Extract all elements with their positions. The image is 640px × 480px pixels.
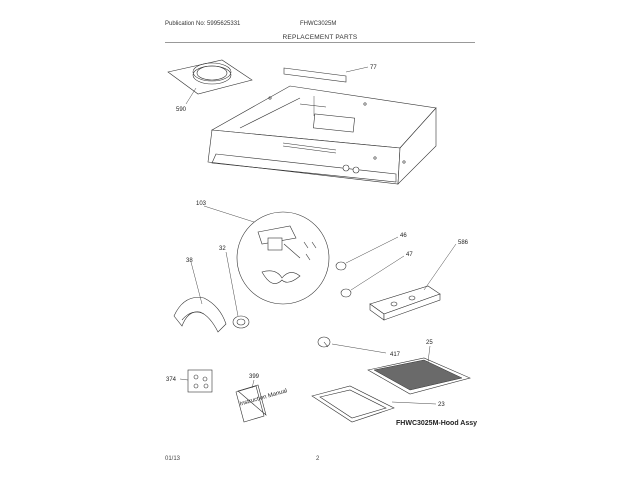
callout-47: 47 (406, 252, 413, 258)
part-46-lamp: 46 (335, 233, 407, 271)
publication-number: Publication No: 5995625331 (165, 21, 241, 27)
page-number: 2 (316, 456, 320, 462)
callout-586: 586 (458, 240, 469, 246)
callout-417: 417 (390, 352, 401, 358)
part-32-socket: 32 (219, 246, 250, 329)
part-25-filter: 25 (367, 340, 471, 395)
part-399-manual: Instruction Manual 399 (235, 374, 288, 423)
callout-38: 38 (186, 258, 193, 264)
part-77-bracket: 77 (283, 65, 377, 83)
assembly-label: FHWC3025M-Hood Assy (396, 420, 477, 427)
page-title: REPLACEMENT PARTS (282, 34, 358, 41)
callout-399: 399 (249, 374, 260, 380)
part-23-tray: 23 (311, 385, 445, 423)
callout-46: 46 (400, 233, 407, 239)
callout-23: 23 (438, 402, 445, 408)
callout-32: 32 (219, 246, 226, 252)
callout-374: 374 (166, 377, 177, 383)
part-103-motor: 103 (196, 201, 330, 305)
header-divider (165, 42, 475, 43)
callout-590: 590 (176, 107, 187, 113)
part-586-light-housing: 586 (369, 240, 469, 321)
part-38-duct: 38 (173, 258, 227, 333)
callout-77: 77 (370, 65, 377, 71)
range-hood-body (207, 85, 437, 185)
model-number: FHWC3025M (300, 21, 337, 27)
callout-103: 103 (196, 201, 207, 207)
footer-date: 01/13 (165, 456, 181, 462)
callout-25: 25 (426, 340, 433, 346)
part-374-hardware: 374 (166, 369, 213, 393)
part-47-lens: 47 (340, 252, 413, 298)
part-417-knob: 417 (317, 336, 401, 358)
part-590-collar: 590 (167, 59, 253, 113)
